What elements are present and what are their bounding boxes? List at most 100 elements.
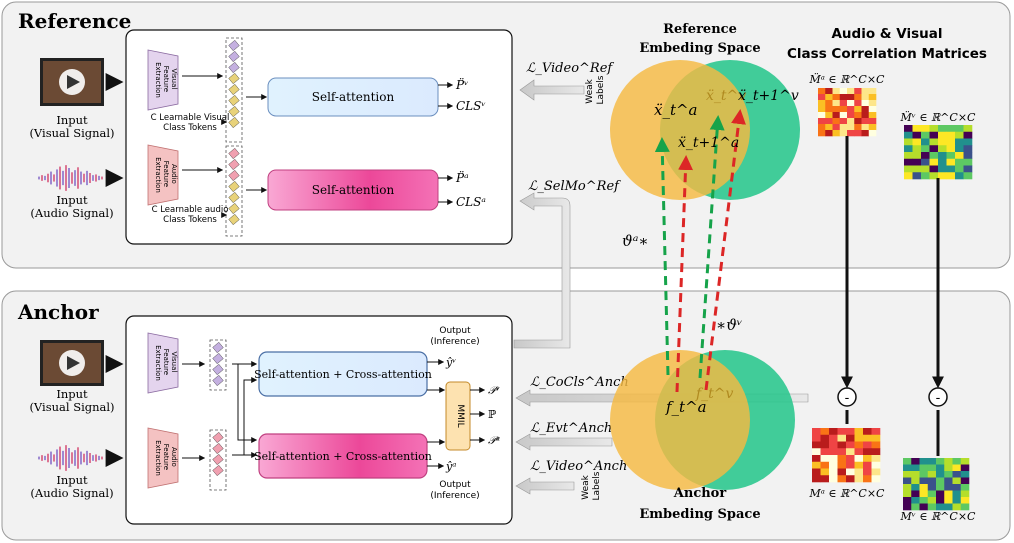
- matrix-cell: [946, 145, 956, 153]
- matrix-cell: [952, 458, 962, 465]
- matrix-cell: [871, 434, 881, 442]
- matrix-cell: [929, 145, 939, 153]
- matrix-cell: [944, 464, 953, 472]
- matrix-cell: [839, 118, 848, 125]
- matrix-cell: [929, 125, 939, 133]
- matrix-cell: [812, 468, 821, 476]
- anc-vext-2: Feature: [162, 349, 170, 375]
- matrix-cell: [854, 112, 862, 119]
- anchor-cocls-loss: ℒ_CoCls^Anch: [530, 375, 629, 390]
- matrix-cell: [818, 88, 826, 95]
- matrix-cell: [921, 172, 930, 180]
- matrix-cell: [936, 503, 945, 511]
- m-a-label: Mᵃ ∈ ℝ^C×C: [809, 487, 886, 500]
- anc-aext-1: Audio: [170, 447, 178, 467]
- matrix-cell: [854, 434, 864, 442]
- matrix-cell: [829, 441, 838, 449]
- m-ref-v-label: M̈ᵛ ∈ ℝ^C×C: [900, 111, 976, 124]
- ref-visual-extractor: [147, 49, 179, 111]
- anchor-visual-token-stack: [209, 339, 227, 391]
- matrix-cell: [871, 455, 881, 463]
- matrix-cell: [921, 145, 930, 153]
- matrix-cell: [963, 158, 973, 166]
- matrix-cell: [938, 152, 947, 160]
- matrix-cell: [846, 468, 855, 476]
- token-stack-frame: [225, 37, 243, 143]
- ref-selmo-loss: ℒ_SelMo^Ref: [528, 179, 621, 194]
- anc-vext-3: Extraction: [154, 345, 162, 381]
- matrix-cell: [861, 88, 870, 95]
- red-arrow-audio: [675, 155, 694, 393]
- matrix-cell: [871, 448, 881, 456]
- matrix-cell: [919, 497, 929, 504]
- matrix-cell: [837, 441, 847, 449]
- ref-audio-embedding-circle: [610, 60, 750, 200]
- matrix-cell: [839, 88, 848, 95]
- matrix-cell: [955, 165, 964, 173]
- matrix-cell: [854, 94, 862, 101]
- anchor-weak-labels-1: Weak: [581, 474, 591, 499]
- ref-vext-2: Feature: [162, 66, 170, 92]
- matrix-cell: [818, 106, 826, 113]
- ref-visual-self-attention: [267, 77, 439, 117]
- matrix-cell: [963, 172, 973, 180]
- matrix-cell: [936, 497, 945, 504]
- anchor-video-input-icon: [40, 340, 104, 386]
- matrix-cell: [946, 131, 956, 139]
- green-arrow-audio: [654, 137, 670, 376]
- anchor-audio-self-cross-attention: [258, 433, 428, 479]
- matrix-cell: [839, 130, 848, 137]
- ref-visual-input-label-2: (Visual Signal): [29, 126, 114, 140]
- anchor-p: ℙ: [488, 408, 496, 421]
- token: [228, 202, 240, 215]
- matrix-cell: [861, 118, 870, 125]
- matrix-cell: [847, 106, 855, 113]
- matrix-cell: [863, 468, 872, 476]
- matrix-cell: [863, 461, 872, 469]
- matrix-cell: [832, 112, 841, 119]
- matrix-cell: [854, 130, 862, 137]
- matrix-cell: [854, 100, 862, 107]
- point-xv-t: ẍ_t^v: [706, 88, 746, 104]
- matrix-cell: [919, 490, 929, 498]
- matrix-cell: [829, 448, 838, 456]
- matrix-cell: [837, 448, 847, 456]
- matrix-cell: [812, 434, 821, 442]
- matrix-cell: [919, 484, 929, 491]
- anc-vext-1: Visual: [170, 351, 178, 372]
- anchor-audio-input-label-1: Input: [56, 473, 88, 487]
- matrix-cell: [825, 100, 833, 107]
- matrix-cell: [871, 468, 881, 476]
- reference-title: Reference: [18, 9, 131, 33]
- matrix-cell: [871, 428, 881, 436]
- ref-audio-extractor: [147, 144, 179, 206]
- matrix-cell: [837, 455, 847, 463]
- matrix-cell: [846, 441, 855, 449]
- ref-vext-3: Extraction: [154, 62, 162, 98]
- matrix-cell: [911, 464, 920, 472]
- anchor-visual-correlation-matrix: [903, 458, 970, 511]
- matrix-cell: [927, 490, 937, 498]
- matrix-cell: [854, 455, 864, 463]
- token: [228, 213, 240, 226]
- matrix-cell: [863, 428, 872, 436]
- matrix-cell: [825, 124, 833, 131]
- token: [212, 464, 224, 477]
- matrix-connectors: [845, 136, 940, 456]
- matrix-cell: [904, 138, 913, 146]
- matrix-cell: [818, 94, 826, 101]
- point-xv-t1: ẍ_t+1^v: [738, 88, 799, 104]
- matrix-cell: [952, 503, 962, 511]
- token-stack-frame: [209, 429, 227, 491]
- matrix-cell: [854, 106, 862, 113]
- minus-op-audio: [837, 387, 857, 407]
- matrix-cell: [846, 428, 855, 436]
- matrix-cell: [955, 172, 964, 180]
- token: [228, 39, 240, 52]
- matrix-cell: [912, 172, 922, 180]
- matrix-cell: [820, 468, 830, 476]
- token: [212, 374, 224, 387]
- svg-text:Weak Labels: Weak Labels: [581, 471, 602, 500]
- ref-visual-token-stack: [225, 37, 243, 143]
- matrix-cell: [963, 152, 973, 160]
